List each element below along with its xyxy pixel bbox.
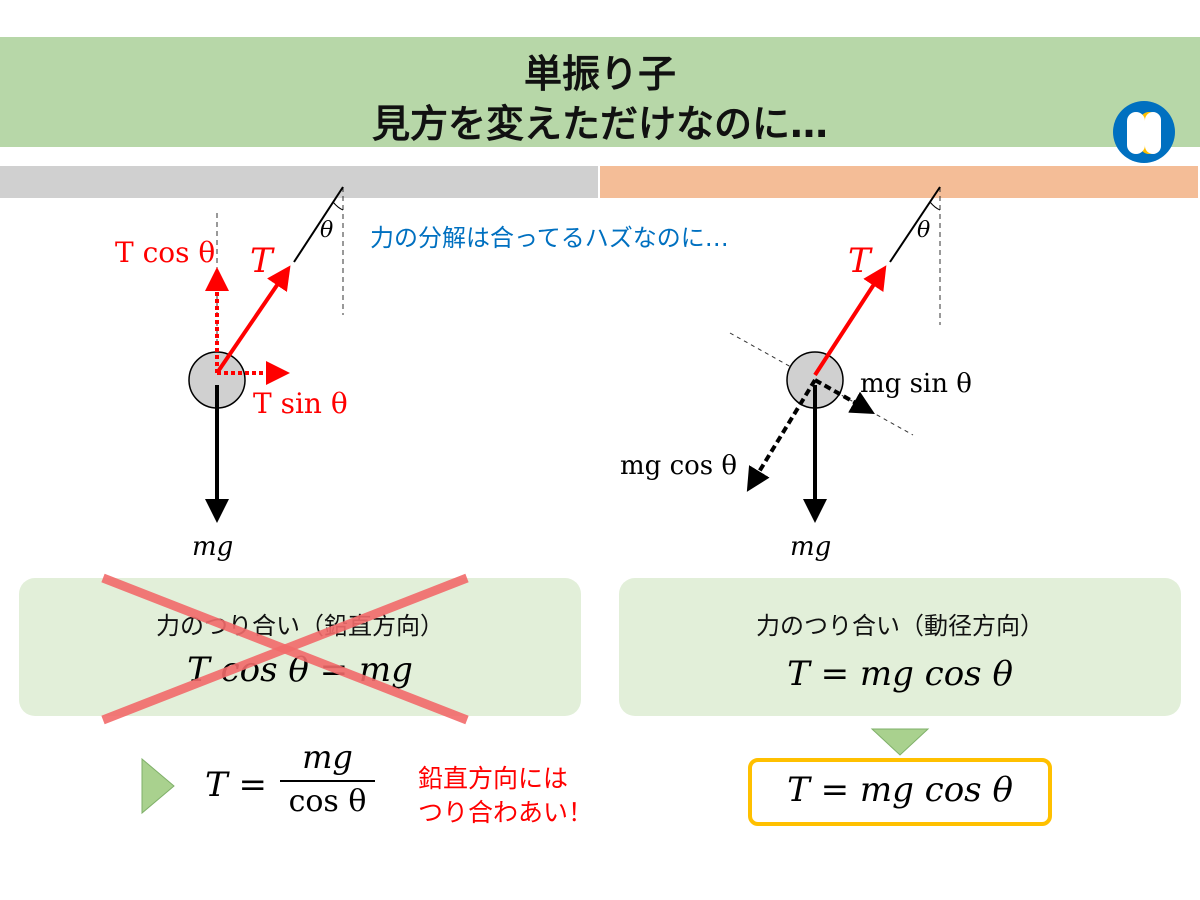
angle-arc: [929, 201, 941, 211]
triangle-arrow-icon: [141, 757, 175, 815]
result-equation: T = mg cos θ: [787, 770, 1013, 810]
string: [293, 186, 344, 263]
tension-arrow: [813, 265, 887, 377]
mgsin-label: mg sin θ: [860, 369, 972, 399]
string: [889, 186, 941, 263]
mg-label: mg: [192, 532, 233, 562]
tension-arrow: [215, 265, 291, 375]
left-header-bar: [0, 166, 598, 198]
note-text: 力の分解は合ってるハズなのに…: [370, 224, 729, 252]
angle-arc: [332, 201, 344, 211]
right-header-bar: [600, 166, 1198, 198]
warning-line-2: つり合わあい！: [418, 798, 594, 827]
result-lhs: T =: [205, 765, 267, 805]
right-pendulum: θ T mg sin θ mg cos θ mg: [620, 186, 972, 562]
down-triangle-icon: [870, 728, 930, 756]
title-banner: 単振り子 見方を変えただけなのに…: [0, 37, 1200, 163]
warning-line-1: 鉛直方向には: [418, 764, 569, 793]
left-pendulum: θ T T cos θ T sin θ mg: [115, 186, 348, 562]
denominator: cos θ: [288, 784, 367, 819]
mgcos-label: mg cos θ: [620, 451, 737, 481]
warning-text: 鉛直方向には つり合わあい！: [418, 762, 593, 830]
tension-label: T: [250, 241, 275, 281]
mgsin-arrow: [814, 378, 875, 414]
mgcos-arrow: [746, 378, 817, 492]
numerator: mg: [280, 738, 375, 782]
title-line-1: 単振り子: [523, 52, 676, 96]
tsin-label: T sin θ: [253, 387, 348, 420]
mg-label: mg: [790, 532, 831, 562]
title-line-2: 見方を変えただけなのに…: [371, 102, 828, 146]
box-equation: T = mg cos θ: [787, 654, 1013, 694]
right-equation-box: 力のつり合い（動径方向） T = mg cos θ: [619, 578, 1181, 716]
result-fraction: mg cos θ: [280, 738, 375, 819]
result-box: T = mg cos θ: [748, 758, 1052, 826]
theta-label: θ: [320, 218, 333, 243]
tcos-label: T cos θ: [115, 236, 215, 269]
theta-label: θ: [917, 218, 930, 243]
tension-label: T: [848, 241, 873, 281]
cross-out-icon: [101, 573, 469, 725]
box-label: 力のつり合い（動径方向）: [756, 612, 1044, 640]
logo-icon: [1113, 101, 1175, 163]
